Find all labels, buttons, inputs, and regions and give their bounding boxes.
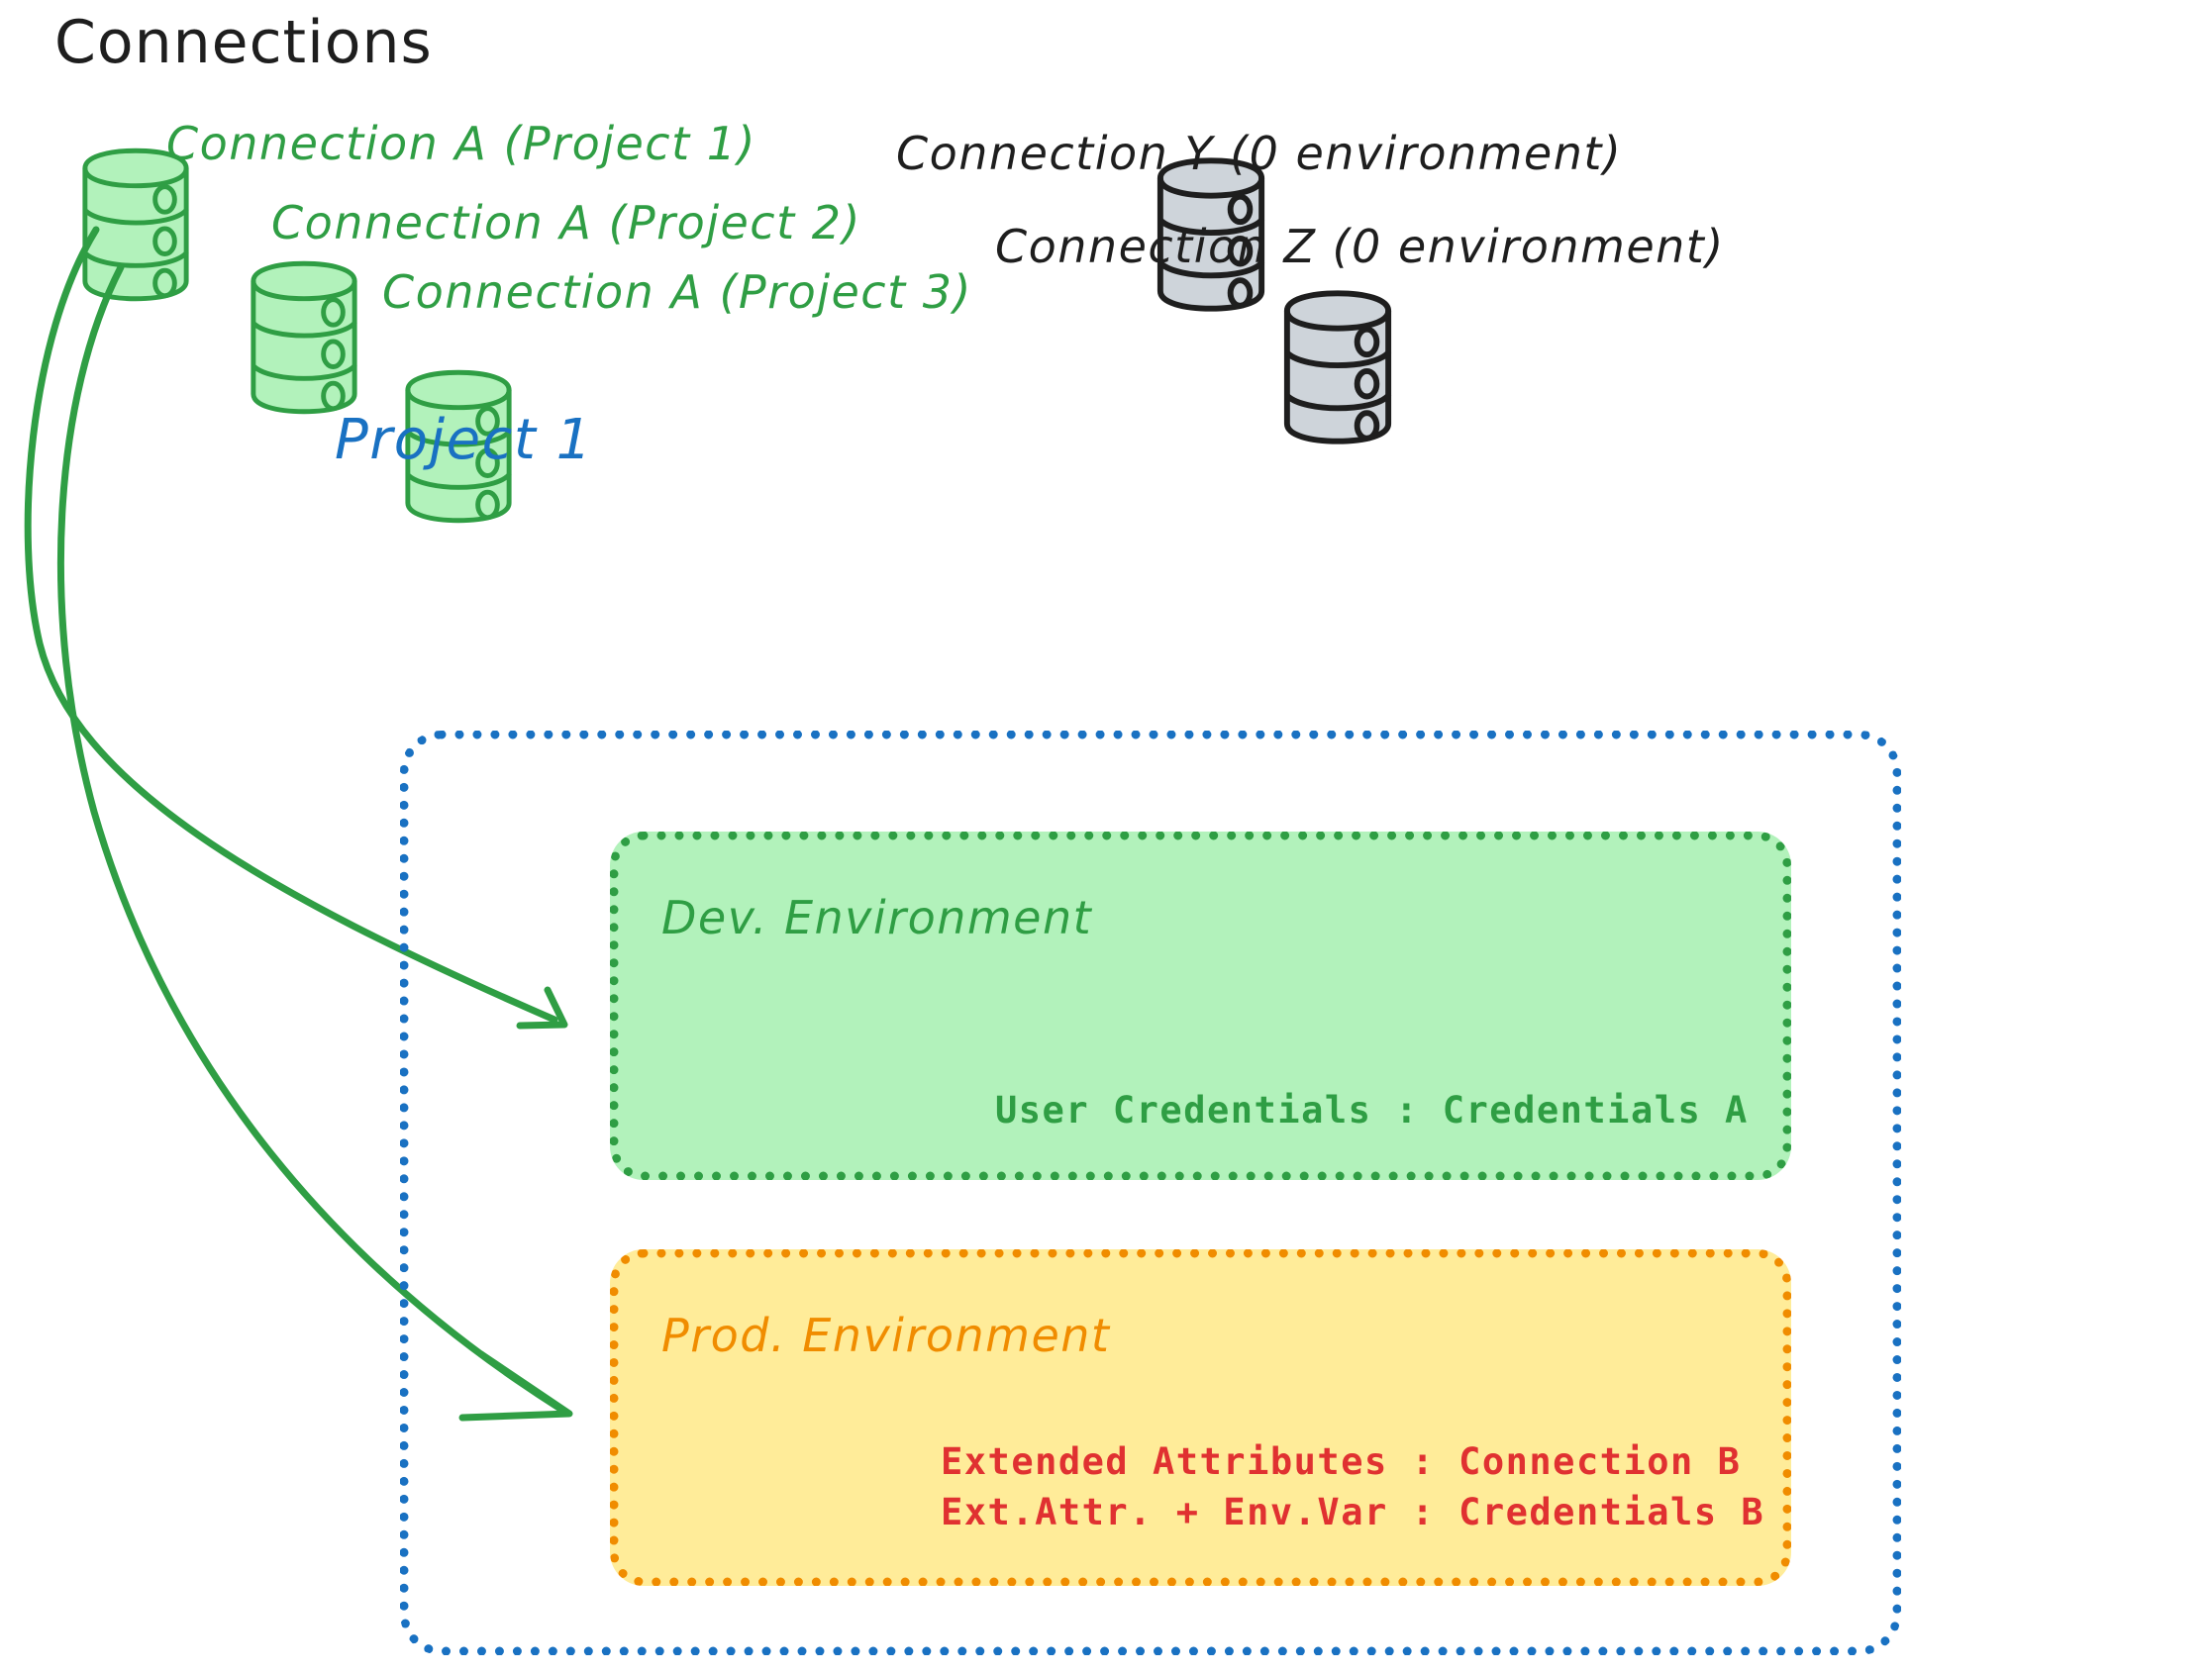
arrow-connection-a-to-prod xyxy=(56,263,573,1422)
connection-label-a-project-1: Connection A (Project 1) xyxy=(166,117,756,170)
page-title: Connections xyxy=(54,8,433,77)
connection-label-y: Connection Y (0 environment) xyxy=(896,127,1623,180)
dev-environment-title: Dev. Environment xyxy=(661,891,1093,944)
dev-environment-box xyxy=(610,832,1791,1180)
project-title: Project 1 xyxy=(335,408,593,472)
prod-environment-extended-attributes: Extended Attributes : Connection B xyxy=(941,1440,1742,1483)
project-1-container xyxy=(400,731,1901,1655)
prod-environment-env-vars: Ext.Attr. + Env.Var : Credentials B xyxy=(941,1491,1765,1533)
connection-label-a-project-2: Connection A (Project 2) xyxy=(271,196,861,249)
dev-environment-credentials: User Credentials : Credentials A xyxy=(995,1089,1749,1132)
prod-environment-title: Prod. Environment xyxy=(661,1309,1111,1362)
prod-environment-box xyxy=(610,1249,1791,1586)
arrow-connection-a-to-dev xyxy=(24,226,568,1030)
connection-label-z: Connection Z (0 environment) xyxy=(995,220,1725,273)
connection-label-a-project-3: Connection A (Project 3) xyxy=(382,265,972,319)
